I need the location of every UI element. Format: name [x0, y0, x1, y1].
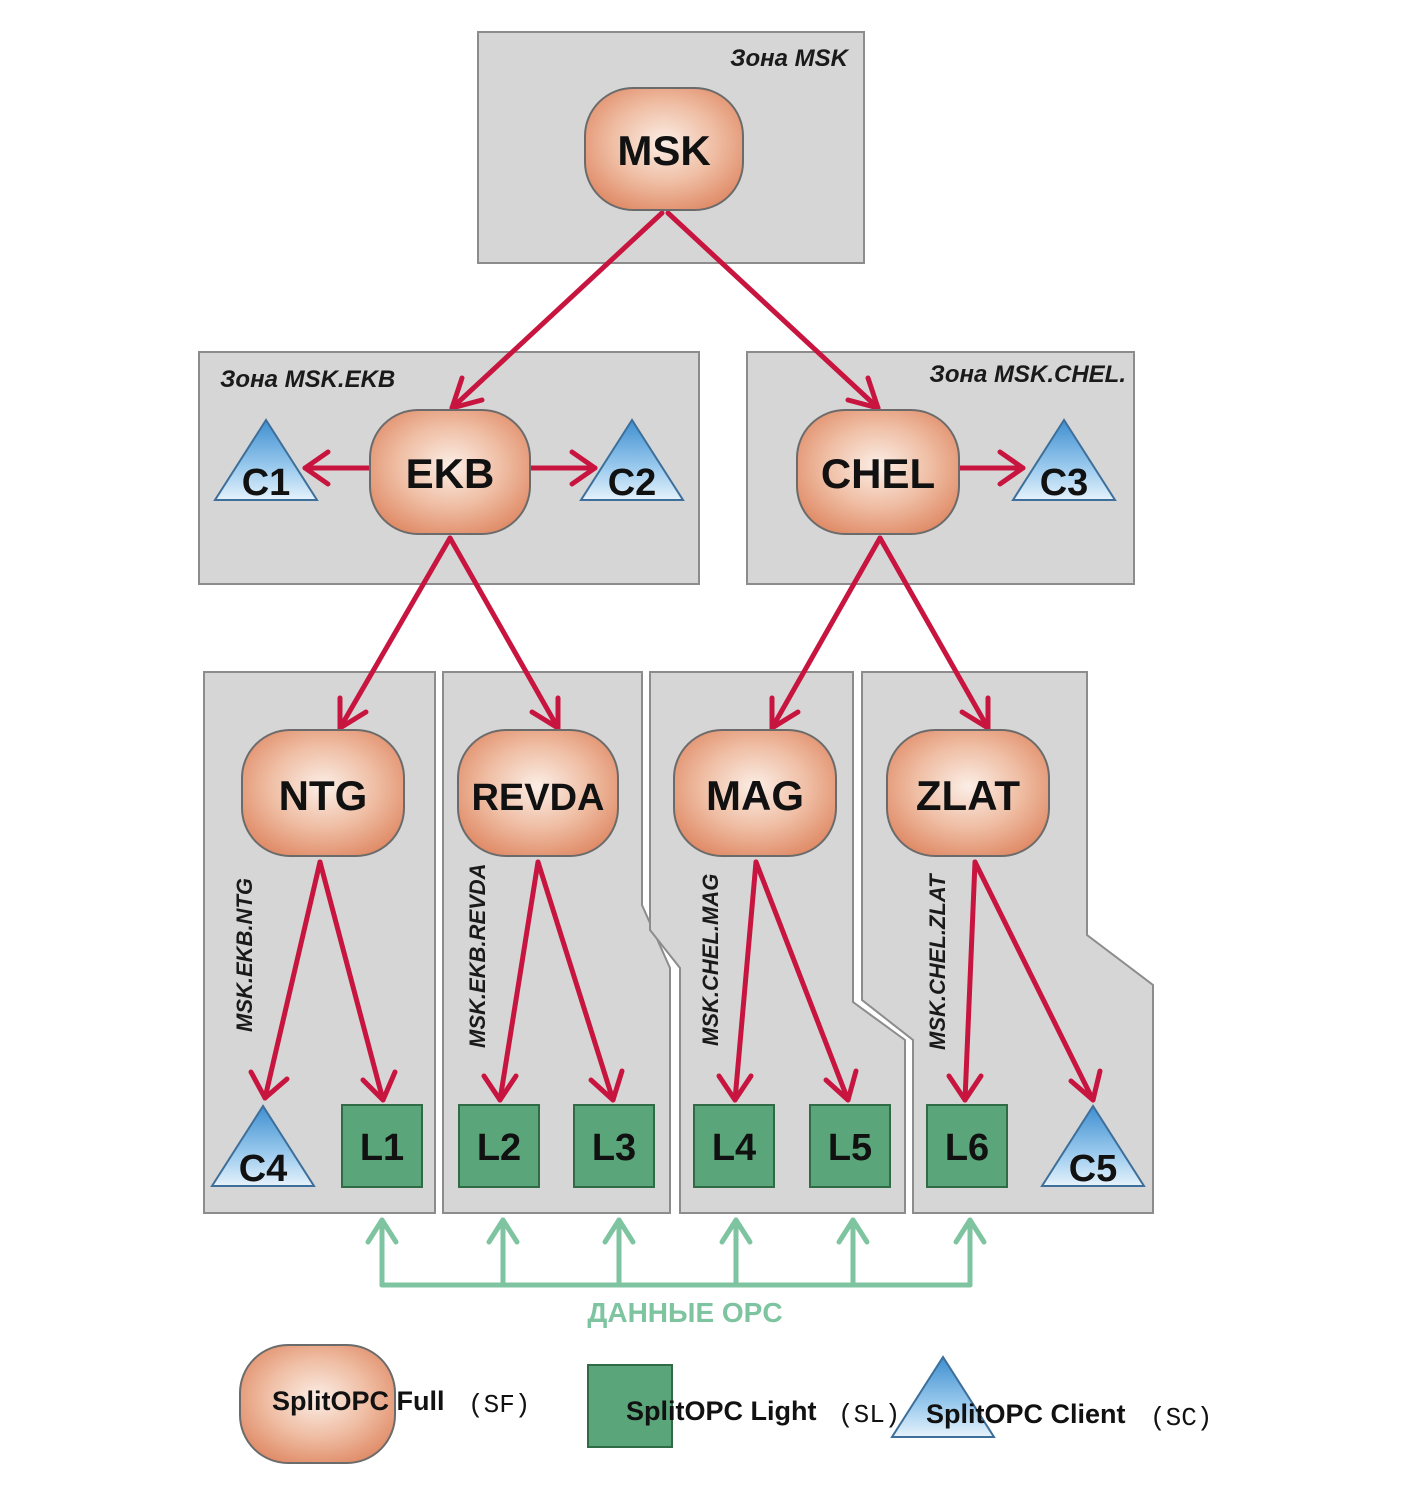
- legend-full-abbr: (SF): [468, 1390, 530, 1420]
- arrowhead-mag-l5: [823, 1068, 859, 1103]
- client-c2-label: C2: [608, 462, 657, 504]
- legend-light-label: SplitOPC Light: [626, 1396, 816, 1426]
- node-revda[interactable]: REVDA: [457, 729, 619, 857]
- zone-revda-label: MSK.EKB.REVDA: [465, 863, 490, 1048]
- arrowhead-ekb-ntg: [337, 695, 369, 731]
- arrowhead-mag-l4: [716, 1073, 754, 1103]
- arrow-chel-mag: [769, 535, 883, 731]
- light-l3[interactable]: L3: [573, 1104, 655, 1188]
- arrow-revda-l3: [535, 859, 616, 1103]
- legend: SplitOPC Full (SF) SplitOPC Light (SL) S…: [239, 1344, 1212, 1464]
- node-ekb-label: EKB: [406, 450, 495, 497]
- node-zlat[interactable]: ZLAT: [886, 729, 1050, 857]
- data-arrowhead-l6: [953, 1217, 987, 1245]
- zone-zlat-label: MSK.CHEL.ZLAT: [925, 873, 950, 1050]
- opc-data-bus: ДАННЫЕ OPC: [365, 1217, 987, 1328]
- data-arrowhead-l5: [836, 1217, 870, 1245]
- arrowhead-revda-l3: [588, 1068, 625, 1103]
- legend-light-abbr: (SL): [838, 1400, 900, 1430]
- legend-full-swatch: [239, 1344, 396, 1464]
- arrow-msk-chel: [665, 210, 881, 411]
- legend-full-label: SplitOPC Full: [272, 1386, 445, 1416]
- arrowhead-ekb-c1: [302, 449, 331, 487]
- client-c3[interactable]: C3: [1011, 418, 1117, 504]
- arrowhead-chel-c3: [997, 449, 1026, 487]
- node-msk-label: MSK: [617, 127, 710, 174]
- arrow-zlat-l6: [962, 859, 978, 1103]
- arrow-ekb-revda: [447, 535, 561, 731]
- legend-client-abbr: (SC): [1150, 1403, 1212, 1433]
- light-l1[interactable]: L1: [341, 1104, 423, 1188]
- arrowhead-ekb-revda: [529, 695, 561, 731]
- arrowhead-msk-chel: [845, 375, 881, 411]
- arrowhead-zlat-l6: [946, 1073, 984, 1103]
- zone-ntg-label: MSK.EKB.NTG: [232, 878, 257, 1032]
- data-arrowhead-l4: [719, 1217, 753, 1245]
- light-l2[interactable]: L2: [458, 1104, 540, 1188]
- light-l3-label: L3: [592, 1127, 636, 1169]
- arrow-mag-l4: [732, 859, 759, 1103]
- arrowhead-msk-ekb: [449, 375, 485, 411]
- zone-ekb-label: Зона MSK.EKB: [220, 366, 395, 393]
- client-c4-label: C4: [239, 1148, 288, 1190]
- legend-full: SplitOPC Full (SF): [239, 1344, 530, 1464]
- light-l6-label: L6: [945, 1127, 989, 1169]
- node-ekb[interactable]: EKB: [369, 409, 531, 535]
- client-c5[interactable]: C5: [1040, 1104, 1146, 1190]
- node-msk[interactable]: MSK: [584, 87, 744, 211]
- arrow-chel-zlat: [877, 535, 991, 731]
- arrowhead-chel-zlat: [959, 695, 991, 731]
- node-chel-label: CHEL: [821, 450, 935, 497]
- legend-client: SplitOPC Client (SC): [890, 1355, 1212, 1438]
- arrow-msk-ekb: [449, 210, 665, 411]
- arrowhead-ntg-c4: [248, 1069, 290, 1101]
- arrow-zlat-c5: [972, 859, 1096, 1103]
- data-arrowhead-l3: [602, 1217, 636, 1245]
- hierarchy-arrows: [248, 210, 1103, 1103]
- light-l4-label: L4: [712, 1127, 756, 1169]
- node-ntg[interactable]: NTG: [241, 729, 405, 857]
- arrowhead-ntg-l1: [360, 1069, 398, 1103]
- legend-light-swatch: [587, 1364, 673, 1448]
- client-c4[interactable]: C4: [210, 1104, 316, 1190]
- arrowhead-chel-mag: [769, 695, 801, 731]
- node-mag[interactable]: MAG: [673, 729, 837, 857]
- client-c1[interactable]: C1: [213, 418, 319, 504]
- data-arrowhead-l1: [365, 1217, 399, 1245]
- node-revda-label: REVDA: [471, 777, 604, 819]
- node-chel[interactable]: CHEL: [796, 409, 960, 535]
- light-l1-label: L1: [360, 1127, 404, 1169]
- light-l5[interactable]: L5: [809, 1104, 891, 1188]
- legend-client-label: SplitOPC Client: [926, 1399, 1126, 1429]
- light-l5-label: L5: [828, 1127, 872, 1169]
- node-mag-label: MAG: [706, 772, 804, 819]
- legend-light: SplitOPC Light (SL): [587, 1364, 900, 1448]
- client-c2[interactable]: C2: [579, 418, 685, 504]
- arrowhead-revda-l2: [481, 1073, 519, 1103]
- data-arrowhead-l2: [486, 1217, 520, 1245]
- opc-data-label: ДАННЫЕ OPC: [587, 1297, 782, 1328]
- node-ntg-label: NTG: [279, 772, 368, 819]
- arrowhead-ekb-c2: [569, 449, 598, 487]
- arrowhead-zlat-c5: [1068, 1068, 1103, 1103]
- light-l4[interactable]: L4: [693, 1104, 775, 1188]
- zone-msk-label: Зона MSK: [730, 45, 850, 72]
- light-l2-label: L2: [477, 1127, 521, 1169]
- zone-mag-label: MSK.CHEL.MAG: [698, 874, 723, 1046]
- node-zlat-label: ZLAT: [916, 772, 1021, 819]
- client-c1-label: C1: [242, 462, 291, 504]
- legend-client-swatch: [890, 1355, 996, 1438]
- arrow-mag-l5: [753, 859, 851, 1103]
- zone-chel-label: Зона MSK.CHEL.: [929, 361, 1126, 388]
- light-l6[interactable]: L6: [926, 1104, 1008, 1188]
- arrow-ekb-ntg: [337, 535, 453, 731]
- arrow-ntg-l1: [317, 859, 386, 1103]
- client-c3-label: C3: [1040, 462, 1089, 504]
- client-c5-label: C5: [1069, 1148, 1118, 1190]
- arrow-revda-l2: [497, 859, 541, 1103]
- arrow-ntg-c4: [262, 859, 323, 1101]
